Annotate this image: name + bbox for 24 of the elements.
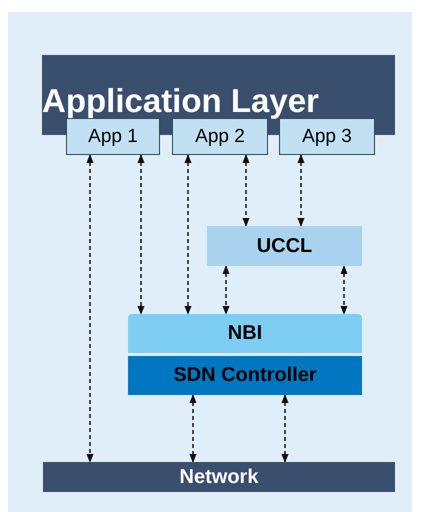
app-box: [66, 118, 160, 155]
interface-box: [128, 314, 362, 353]
box-label: Application Layer: [42, 81, 319, 122]
box-label: NBI: [228, 321, 262, 346]
box-label: App 3: [302, 124, 352, 148]
double-arrow: [297, 154, 305, 227]
double-arrow: [222, 265, 230, 315]
app-box: [279, 118, 375, 155]
double-arrow: [281, 394, 289, 463]
controller-box: [128, 356, 362, 395]
box-label: SDN Controller: [173, 363, 317, 388]
double-arrow: [340, 265, 348, 315]
double-arrow: [184, 154, 192, 315]
double-arrow: [242, 154, 250, 227]
double-arrow: [137, 154, 145, 315]
box-label: UCCL: [256, 234, 312, 258]
double-arrow: [86, 154, 94, 463]
box-label: Network: [180, 464, 258, 490]
app-box: [172, 118, 268, 155]
box-label: App 1: [88, 124, 138, 148]
double-arrow: [189, 394, 197, 463]
ucl-box: [207, 226, 362, 266]
network-band: [43, 462, 395, 492]
box-label: App 2: [195, 124, 245, 148]
